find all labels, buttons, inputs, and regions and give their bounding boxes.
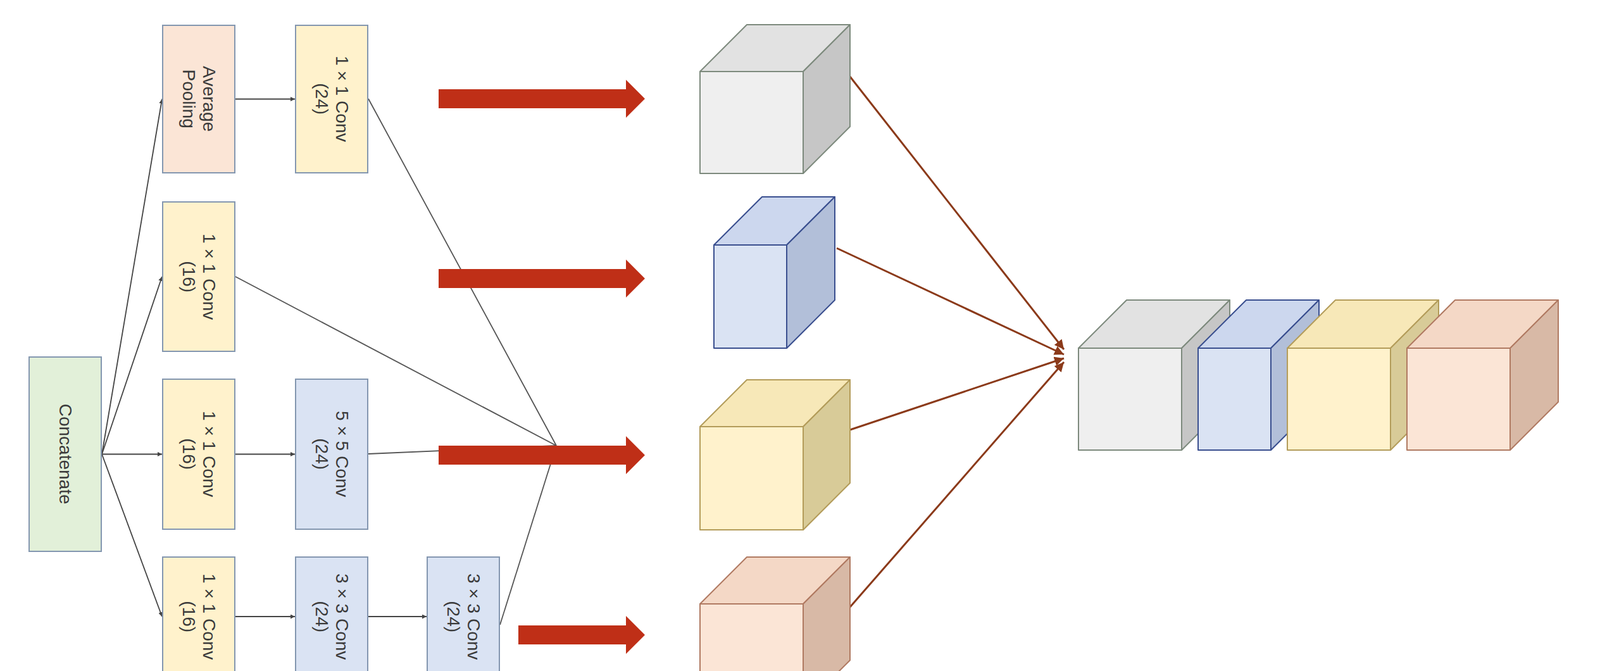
connector-arrow [101,454,163,618]
box-label: 5 × 5 Conv (24) [311,400,352,509]
box-label: 1 × 1 Conv (16) [178,400,219,509]
red-arrow [438,436,645,475]
connector-arrow [368,615,427,618]
connector-arrow [235,453,295,456]
connector-arrow [235,98,295,100]
merge-line [500,445,557,625]
feature-cube [700,24,850,174]
box-label: 3 × 3 Conv (24) [311,562,352,671]
concat-cube [1406,300,1559,450]
merge-line [235,276,557,446]
box-label: Average Pooling [178,45,219,154]
conv-box: 1 × 1 Conv (16) [162,201,236,352]
connector-arrow [101,453,163,456]
pooling-box: Average Pooling [162,24,236,174]
red-arrow [518,615,645,654]
cube-face [700,426,804,530]
conv-box: 1 × 1 Conv (16) [162,378,236,530]
box-label: Concatenate [55,372,76,537]
cube-face [1406,348,1511,450]
connector-arrow [101,99,163,455]
brown-arrow [850,358,1064,430]
feature-cube [700,556,850,671]
cube-face [803,24,850,174]
brown-arrow [836,248,1064,355]
box-label: 1 × 1 Conv (16) [178,222,219,331]
cube-face [786,196,835,349]
cube-face [1078,348,1182,450]
cube-face [700,71,804,174]
feature-cube [713,196,835,349]
box-label: 3 × 3 Conv (24) [443,562,484,671]
brown-arrow [850,362,1064,607]
feature-cube [700,379,850,530]
red-arrow [438,79,645,118]
cube-face [700,603,804,671]
connector-arrow [235,615,295,618]
cube-face [713,244,787,349]
conv-box: 3 × 3 Conv (24) [294,556,369,671]
connector-arrow [101,276,163,455]
conv-box: 3 × 3 Conv (24) [426,556,500,671]
brown-arrow [850,76,1064,350]
cube-face [1510,300,1559,450]
cube-face [803,379,850,530]
conv-box: 1 × 1 Conv (24) [294,24,369,174]
cube-face [803,556,850,671]
red-arrow [438,259,645,298]
conv-box: 1 × 1 Conv (16) [162,556,236,671]
conv-box: 5 × 5 Conv (24) [294,378,369,530]
cube-face [1198,348,1271,450]
box-label: 1 × 1 Conv (24) [311,45,352,154]
box-label: 1 × 1 Conv (16) [178,562,219,671]
concat-box: Concatenate [28,356,102,552]
cube-face [1287,348,1391,450]
